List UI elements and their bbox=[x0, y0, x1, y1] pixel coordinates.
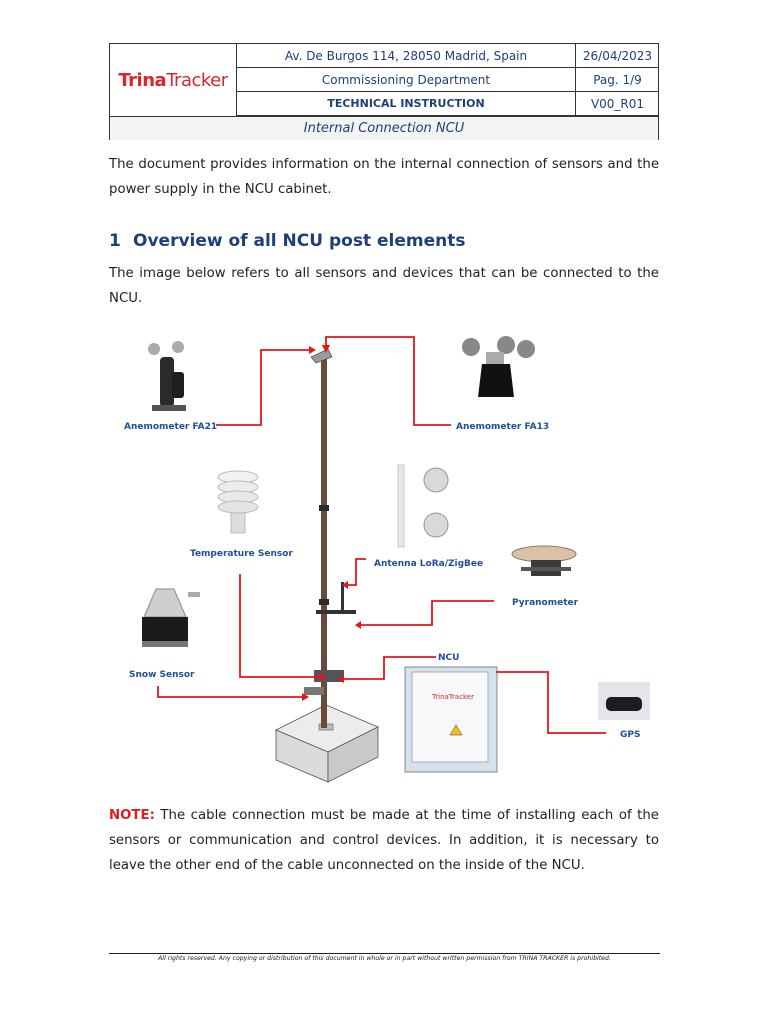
header-row-department: Commissioning Department Pag. 1/9 bbox=[237, 68, 659, 92]
line-gps bbox=[496, 671, 606, 734]
snow-sensor-image bbox=[142, 588, 200, 647]
label-gps: GPS bbox=[620, 730, 640, 740]
header-row-doctype: TECHNICAL INSTRUCTION V00_R01 bbox=[237, 92, 659, 116]
antenna-image bbox=[397, 464, 449, 548]
figure-labels: Anemometer FA21 Anemometer FA13 Temperat… bbox=[124, 422, 640, 740]
document-header: TrinaTracker Av. De Burgos 114, 28050 Ma… bbox=[109, 43, 659, 140]
ncu-post-figure: TrinaTracker bbox=[116, 327, 650, 787]
connection-lines bbox=[157, 336, 606, 734]
label-ncu: NCU bbox=[438, 653, 459, 663]
anemometer-fa13-image bbox=[462, 336, 535, 397]
section-number: 1 bbox=[109, 231, 121, 251]
line-pyranometer bbox=[361, 600, 494, 626]
header-department: Commissioning Department bbox=[237, 68, 576, 91]
anemometer-fa21-image bbox=[148, 341, 186, 411]
trina-tracker-logo: TrinaTracker bbox=[118, 69, 228, 91]
footer-divider bbox=[109, 953, 660, 954]
gps-image bbox=[598, 682, 650, 720]
concrete-base bbox=[275, 704, 379, 783]
logo-trina: Trina bbox=[118, 69, 167, 91]
ncu-box-logo: TrinaTracker bbox=[431, 693, 474, 701]
label-pyranometer: Pyranometer bbox=[512, 598, 579, 608]
line-temperature bbox=[239, 574, 319, 678]
section-paragraph: The image below refers to all sensors an… bbox=[109, 266, 659, 306]
pyranometer-image bbox=[511, 545, 577, 576]
line-snow bbox=[157, 686, 302, 698]
header-version: V00_R01 bbox=[590, 96, 645, 111]
header-address: Av. De Burgos 114, 28050 Madrid, Spain bbox=[237, 44, 576, 67]
label-anemometer-fa21: Anemometer FA21 bbox=[124, 422, 217, 432]
label-antenna: Antenna LoRa/ZigBee bbox=[374, 559, 483, 569]
line-fa13 bbox=[325, 336, 451, 426]
note-paragraph: NOTE: The cable connection must be made … bbox=[109, 803, 659, 878]
header-doc-type: TECHNICAL INSTRUCTION bbox=[237, 92, 576, 115]
line-antenna bbox=[348, 558, 366, 586]
logo-cell: TrinaTracker bbox=[110, 44, 237, 116]
section-heading: 1 Overview of all NCU post elements bbox=[109, 231, 465, 251]
line-fa21 bbox=[216, 349, 309, 426]
header-subtitle: Internal Connection NCU bbox=[110, 116, 658, 140]
ncu-post-diagram: TrinaTracker bbox=[124, 336, 650, 783]
label-snow-sensor: Snow Sensor bbox=[129, 670, 195, 680]
line-ncu bbox=[344, 656, 436, 680]
section-title: Overview of all NCU post elements bbox=[133, 231, 466, 251]
intro-paragraph: The document provides information on the… bbox=[109, 157, 659, 197]
header-date: 26/04/2023 bbox=[582, 48, 653, 63]
logo-tracker: Tracker bbox=[166, 69, 228, 91]
note-text: The cable connection must be made at the… bbox=[109, 808, 659, 873]
arrow-heads bbox=[302, 345, 361, 701]
label-temperature-sensor: Temperature Sensor bbox=[190, 549, 293, 559]
ncu-box-image: TrinaTracker bbox=[404, 666, 498, 773]
temperature-sensor-image bbox=[217, 470, 259, 534]
header-row-address: Av. De Burgos 114, 28050 Madrid, Spain 2… bbox=[237, 44, 659, 68]
label-anemometer-fa13: Anemometer FA13 bbox=[456, 422, 549, 432]
note-label: NOTE: bbox=[109, 808, 155, 823]
footer-copyright: All rights reserved. Any copying or dist… bbox=[158, 955, 611, 962]
header-page: Pag. 1/9 bbox=[593, 72, 642, 87]
post-pole bbox=[304, 348, 356, 728]
